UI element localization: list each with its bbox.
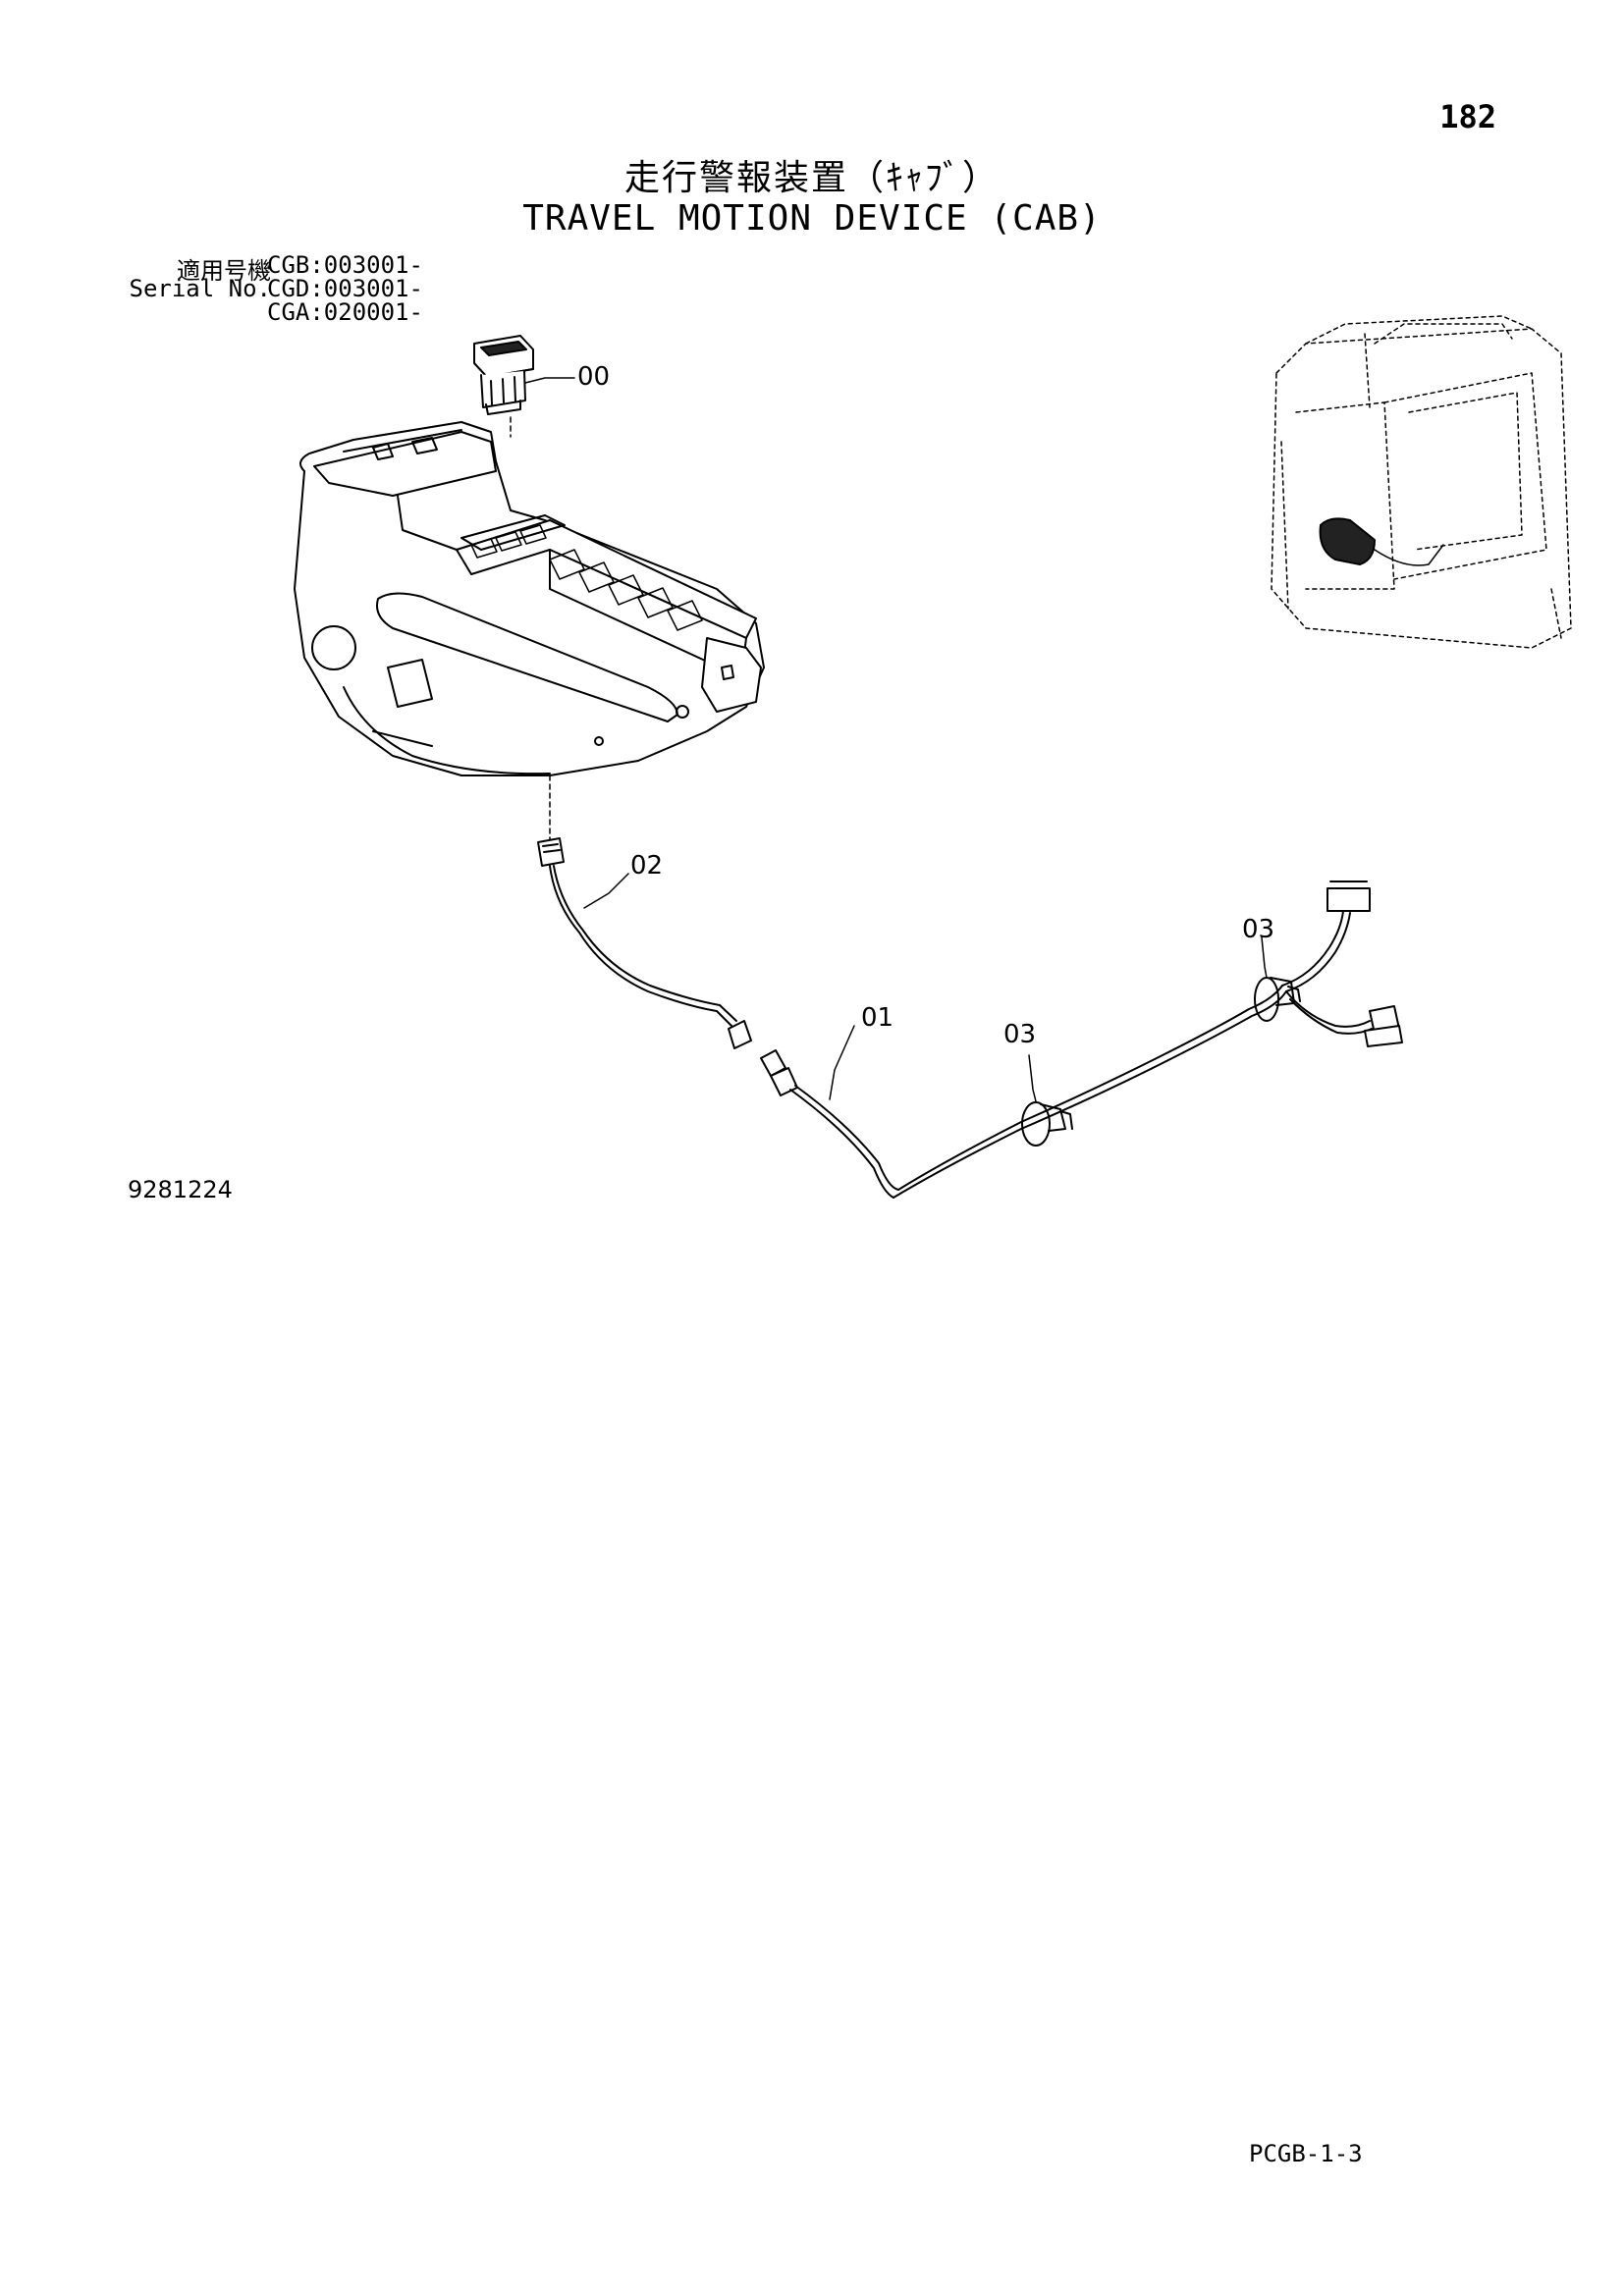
footer-code: PCGB-1-3 xyxy=(1249,2140,1363,2167)
switch-part-illustration xyxy=(473,335,534,415)
console-box-illustration xyxy=(294,421,765,776)
page-number: 182 xyxy=(1439,98,1496,135)
callout-02: 02 xyxy=(630,851,663,881)
callout-01: 01 xyxy=(861,1003,893,1033)
serial-label-japanese: 適用号機 xyxy=(177,257,271,285)
serial-label-english: Serial No. xyxy=(129,275,272,302)
cab-console-highlight xyxy=(1319,517,1444,566)
title-english: TRAVEL MOTION DEVICE (CAB) xyxy=(522,198,1102,239)
serial-range-1: CGB:003001- xyxy=(267,251,423,279)
title-japanese: 走行警報装置（ｷｬﾌﾞ） xyxy=(623,158,1000,198)
leader-line-01 xyxy=(829,1025,855,1100)
drawing-number: 9281224 xyxy=(128,1176,233,1203)
leader-line-03-left xyxy=(1028,1054,1037,1102)
harness-01-illustration xyxy=(760,881,1403,1199)
clamp-right-illustration xyxy=(1254,977,1301,1022)
harness-02-illustration xyxy=(537,837,752,1049)
clamp-left-illustration xyxy=(1021,1101,1073,1147)
leader-line-00 xyxy=(524,377,575,384)
callout-00: 00 xyxy=(577,362,610,392)
leader-line-02 xyxy=(583,873,629,909)
serial-range-3: CGA:020001- xyxy=(267,298,423,326)
leader-line-03-right xyxy=(1261,936,1268,979)
cab-context-sketch xyxy=(1271,315,1572,649)
callout-03-right: 03 xyxy=(1242,915,1274,944)
serial-range-2: CGD:003001- xyxy=(267,275,423,302)
callout-03-left: 03 xyxy=(1003,1020,1036,1049)
